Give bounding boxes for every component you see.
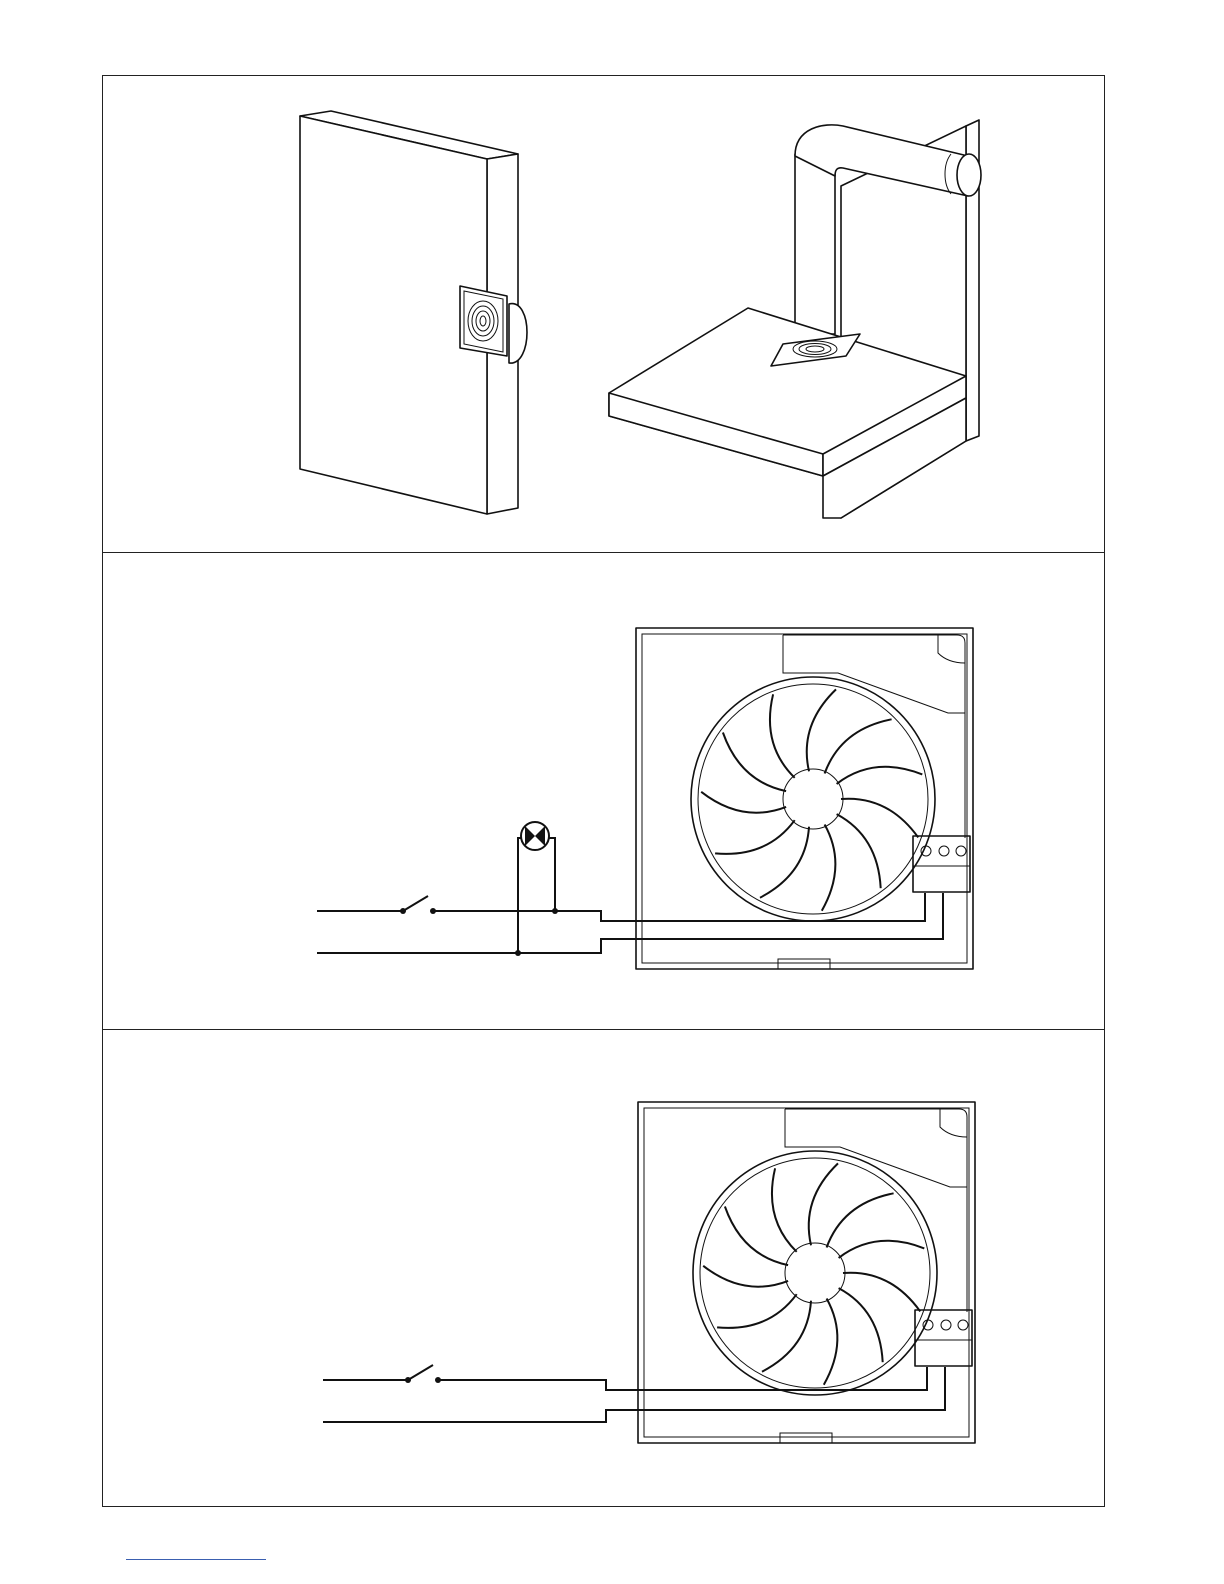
fan-blade (760, 827, 809, 898)
switch-blade (403, 896, 428, 911)
fan-impeller (703, 1163, 924, 1384)
panel-wiring-switch (102, 1029, 1105, 1507)
fan-blade (839, 1241, 925, 1258)
fan-housing-outer (636, 628, 973, 969)
wiring (317, 822, 943, 956)
fan-ring-inner (698, 684, 928, 914)
wiring-diagram-switch (103, 1030, 1106, 1508)
fan-blade (841, 799, 918, 838)
wall-front-face (300, 116, 487, 514)
fan-impeller (701, 689, 922, 910)
bottom-clip (780, 1433, 832, 1443)
wall-mount-illustration (300, 111, 527, 514)
panel-installation (102, 75, 1105, 553)
fan-blade (725, 1207, 788, 1266)
fan-unit-front (638, 1102, 975, 1443)
fan-blade (839, 1288, 883, 1362)
fan-blade (825, 719, 892, 773)
terminal-block (913, 836, 970, 892)
fan-blade (822, 825, 836, 911)
fan-blade (827, 1193, 894, 1247)
fan-blade (824, 1299, 838, 1385)
wiring-diagram-lamp (103, 553, 1106, 1031)
fan-unit-front (636, 628, 973, 969)
panel-wiring-lamp (102, 552, 1105, 1030)
fan-blade (723, 733, 786, 792)
fan-ring-outer (691, 677, 935, 921)
fan-blade (837, 767, 923, 784)
fan-blade (837, 814, 881, 888)
fan-ring-outer (693, 1151, 937, 1395)
switch-blade (408, 1365, 433, 1380)
wiring (323, 1365, 945, 1422)
fan-blade (715, 820, 795, 854)
fan-blade (770, 694, 795, 778)
footer-rule (126, 1559, 266, 1560)
duct-outlet (957, 154, 981, 196)
wall-duct (509, 304, 527, 363)
installation-illustrations (103, 76, 1106, 554)
fan-blade (762, 1301, 811, 1372)
terminal-block (915, 1310, 972, 1366)
fan-hub (783, 769, 843, 829)
fan-ring-inner (700, 1158, 930, 1388)
fan-blade (843, 1273, 920, 1312)
indicator-lamp (521, 822, 549, 850)
vertical-duct (795, 154, 835, 334)
fan-blade (703, 1266, 788, 1287)
fan-hub (785, 1243, 845, 1303)
wall-fan-grille (460, 286, 507, 356)
ceiling-mount-illustration (609, 120, 981, 518)
fan-blade (772, 1168, 797, 1252)
bottom-clip (778, 959, 830, 969)
fan-blade (701, 792, 786, 813)
fan-housing-outer (638, 1102, 975, 1443)
fan-blade (717, 1294, 797, 1328)
